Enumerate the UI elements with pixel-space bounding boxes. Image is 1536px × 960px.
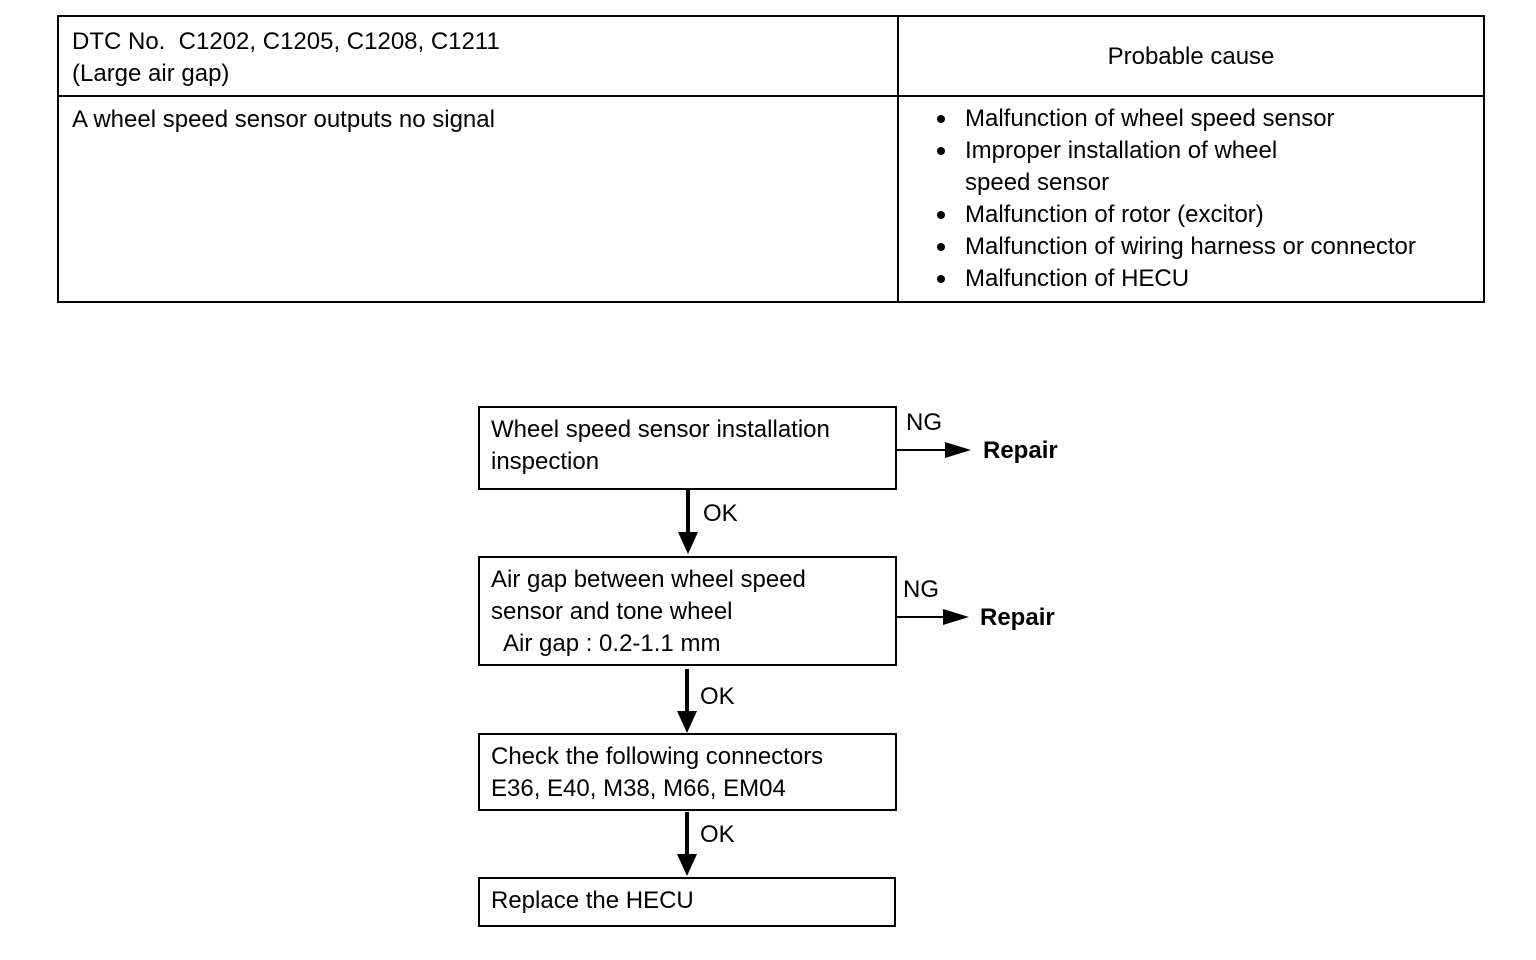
- step-check-connectors: Check the following connectors E36, E40,…: [478, 733, 897, 811]
- cause-item: Malfunction of HECU: [935, 263, 1416, 295]
- dtc-header-cell: DTC No. C1202, C1205, C1208, C1211 (Larg…: [72, 26, 500, 90]
- ok-arrow: [677, 812, 697, 876]
- ng-arrow: [897, 442, 971, 458]
- symptom-text: A wheel speed sensor outputs no signal: [72, 106, 495, 133]
- repair-action: Repair: [983, 437, 1058, 464]
- cause-item: Malfunction of rotor (excitor): [935, 199, 1416, 231]
- ok-label: OK: [700, 683, 735, 710]
- row-divider: [59, 95, 1483, 97]
- ng-label: NG: [903, 576, 939, 603]
- step-replace-hecu: Replace the HECU: [478, 877, 896, 927]
- dtc-condition: (Large air gap): [72, 60, 230, 87]
- dtc-table: DTC No. C1202, C1205, C1208, C1211 (Larg…: [57, 15, 1485, 303]
- cause-item: Malfunction of wheel speed sensor: [935, 103, 1416, 135]
- step-sensor-installation-inspection: Wheel speed sensor installation inspecti…: [478, 406, 897, 490]
- ng-arrow: [897, 609, 969, 625]
- repair-action: Repair: [980, 604, 1055, 631]
- column-divider: [897, 17, 899, 301]
- probable-cause-header: Probable cause: [1107, 43, 1275, 70]
- probable-cause-list: Malfunction of wheel speed sensor Improp…: [935, 103, 1416, 295]
- step-air-gap-check: Air gap between wheel speed sensor and t…: [478, 556, 897, 666]
- dtc-codes: DTC No. C1202, C1205, C1208, C1211: [72, 28, 500, 55]
- ok-label: OK: [700, 821, 735, 848]
- cause-item: Malfunction of wiring harness or connect…: [935, 231, 1416, 263]
- cause-item: Improper installation of wheel speed sen…: [935, 135, 1416, 199]
- ok-arrow: [678, 490, 698, 554]
- ok-arrow: [677, 669, 697, 733]
- ng-label: NG: [906, 409, 942, 436]
- ok-label: OK: [703, 500, 738, 527]
